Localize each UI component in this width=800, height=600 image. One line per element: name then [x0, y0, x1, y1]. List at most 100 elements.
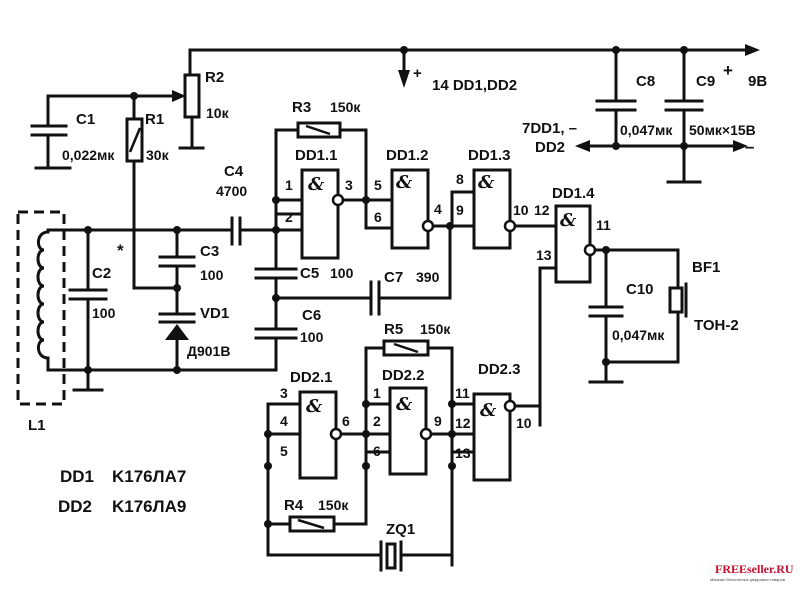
- watermark-logo: FREEseller.RU Магазин бесплатных цифровы…: [710, 562, 794, 582]
- capacitor-c9: [664, 48, 704, 148]
- dd2-1-symbol: &: [306, 396, 323, 417]
- c9-name: C9: [696, 73, 715, 90]
- c6-value: 100: [300, 329, 324, 345]
- capacitor-c3: [132, 228, 196, 292]
- dd1-1-name: DD1.1: [295, 147, 338, 164]
- minus-rail: [575, 140, 748, 184]
- power-pin-label: 14 DD1,DD2: [432, 77, 517, 94]
- dd1-3-name: DD1.3: [468, 147, 511, 164]
- dd1-2-pin-in2: 6: [374, 209, 382, 225]
- r3-value: 150к: [330, 99, 361, 115]
- dd2-1-pin-4: 4: [280, 413, 288, 429]
- capacitor-c1-network: [30, 92, 174, 170]
- dd2-2-pin-out: 9: [434, 413, 442, 429]
- dd1-2-pin-out: 4: [434, 201, 442, 217]
- dd2-1-pin-out: 6: [342, 413, 350, 429]
- dd2-1-name: DD2.1: [290, 369, 333, 386]
- dd1-3-pin-out: 10: [513, 202, 529, 218]
- c9-value: 50мк×15B: [689, 122, 756, 138]
- capacitor-c7: [274, 224, 452, 316]
- dd2-3-symbol: &: [480, 400, 497, 421]
- zq1-name: ZQ1: [386, 521, 415, 538]
- dd1-2-pin-in1: 5: [374, 177, 382, 193]
- l1-name: L1: [28, 417, 46, 434]
- dd2-3-name: DD2.3: [478, 361, 521, 378]
- c4-value: 4700: [216, 183, 247, 199]
- resistor-r4: [266, 464, 368, 533]
- supply-plus-sign: +: [723, 61, 733, 80]
- parts-list-type: K176ЛА9: [112, 497, 186, 516]
- r4-value: 150к: [318, 497, 349, 513]
- dd1-3-pin-in2: 9: [456, 202, 464, 218]
- c5-value: 100: [330, 265, 354, 281]
- c2-name: C2: [92, 265, 111, 282]
- supply-minus-sign: –: [745, 137, 754, 156]
- capacitor-c8: [595, 48, 637, 148]
- c1-value: 0,022мк: [62, 147, 115, 163]
- dd1-3-symbol: &: [478, 172, 495, 193]
- minus-pin-label-2: DD2: [535, 139, 565, 156]
- dd2-3-pin-11: 11: [455, 385, 470, 401]
- r3-name: R3: [292, 99, 311, 116]
- dd1-1-symbol: &: [308, 174, 325, 195]
- crystal-zq1: [266, 522, 454, 572]
- parts-list: DD1 K176ЛА7 DD2 K176ЛА9: [58, 467, 186, 516]
- capacitor-c4: [230, 216, 280, 246]
- c2-mark: *: [117, 241, 124, 260]
- dd1-1-pin-in2: 2: [285, 209, 293, 225]
- resistor-r3: [274, 121, 370, 204]
- c10-value: 0,047мк: [612, 327, 665, 343]
- r1-value: 30к: [146, 147, 170, 163]
- r4-name: R4: [284, 497, 304, 514]
- dd1-3-pin-in1: 8: [456, 171, 464, 187]
- c7-value: 390: [416, 269, 440, 285]
- inductor-l1: [16, 210, 66, 406]
- dd2-1-pin-3: 3: [280, 385, 288, 401]
- parts-list-type: K176ЛА7: [112, 467, 186, 486]
- r1-name: R1: [145, 111, 164, 128]
- r5-value: 150к: [420, 321, 451, 337]
- parts-list-ref: DD1: [60, 467, 94, 486]
- gate-dd2-1: [264, 390, 368, 528]
- dd2-3-pin-12: 12: [455, 415, 471, 431]
- tank-wiring: [46, 226, 278, 392]
- capacitor-c5-c6: [254, 228, 298, 372]
- c3-name: C3: [200, 243, 219, 260]
- dd1-2-name: DD1.2: [386, 147, 429, 164]
- watermark-tagline: Магазин бесплатных цифровых товаров: [710, 577, 785, 582]
- resistor-r1: [125, 94, 144, 290]
- dd1-4-name: DD1.4: [552, 185, 595, 202]
- c8-value: 0,047мк: [620, 122, 673, 138]
- dd1-1-pin-in1: 1: [285, 177, 293, 193]
- dd1-4-pin-in2: 13: [536, 247, 552, 263]
- plus-sign: +: [413, 65, 422, 82]
- dd1-4-pin-out: 11: [596, 217, 611, 233]
- c5-name: C5: [300, 265, 319, 282]
- potentiometer-r2: [172, 73, 205, 150]
- vd1-name: VD1: [200, 305, 229, 322]
- dd2-1-pin-5: 5: [280, 443, 288, 459]
- supply-voltage: 9B: [748, 73, 767, 90]
- parts-list-ref: DD2: [58, 497, 92, 516]
- dd2-2-pin-2: 2: [373, 413, 381, 429]
- dd2-3-pin-out: 10: [516, 415, 532, 431]
- r2-name: R2: [205, 69, 224, 86]
- minus-pin-label-1: 7DD1, –: [522, 120, 577, 137]
- c1-name: C1: [76, 111, 95, 128]
- r5-name: R5: [384, 321, 403, 338]
- dd1-1-pin-out: 3: [345, 177, 353, 193]
- c10-name: C10: [626, 281, 654, 298]
- dd2-2-symbol: &: [396, 394, 413, 415]
- gate-dd1-3: [450, 168, 558, 250]
- vd1-value: Д901B: [187, 343, 230, 359]
- c3-value: 100: [200, 267, 224, 283]
- dd1-4-pin-in1: 12: [534, 202, 550, 218]
- varicap-vd1: [158, 286, 196, 372]
- dd1-2-symbol: &: [396, 172, 413, 193]
- c6-name: C6: [302, 307, 321, 324]
- r2-value: 10к: [206, 105, 230, 121]
- bf1-name: BF1: [692, 259, 720, 276]
- dd2-3-pin-13: 13: [455, 445, 471, 461]
- c4-name: C4: [224, 163, 244, 180]
